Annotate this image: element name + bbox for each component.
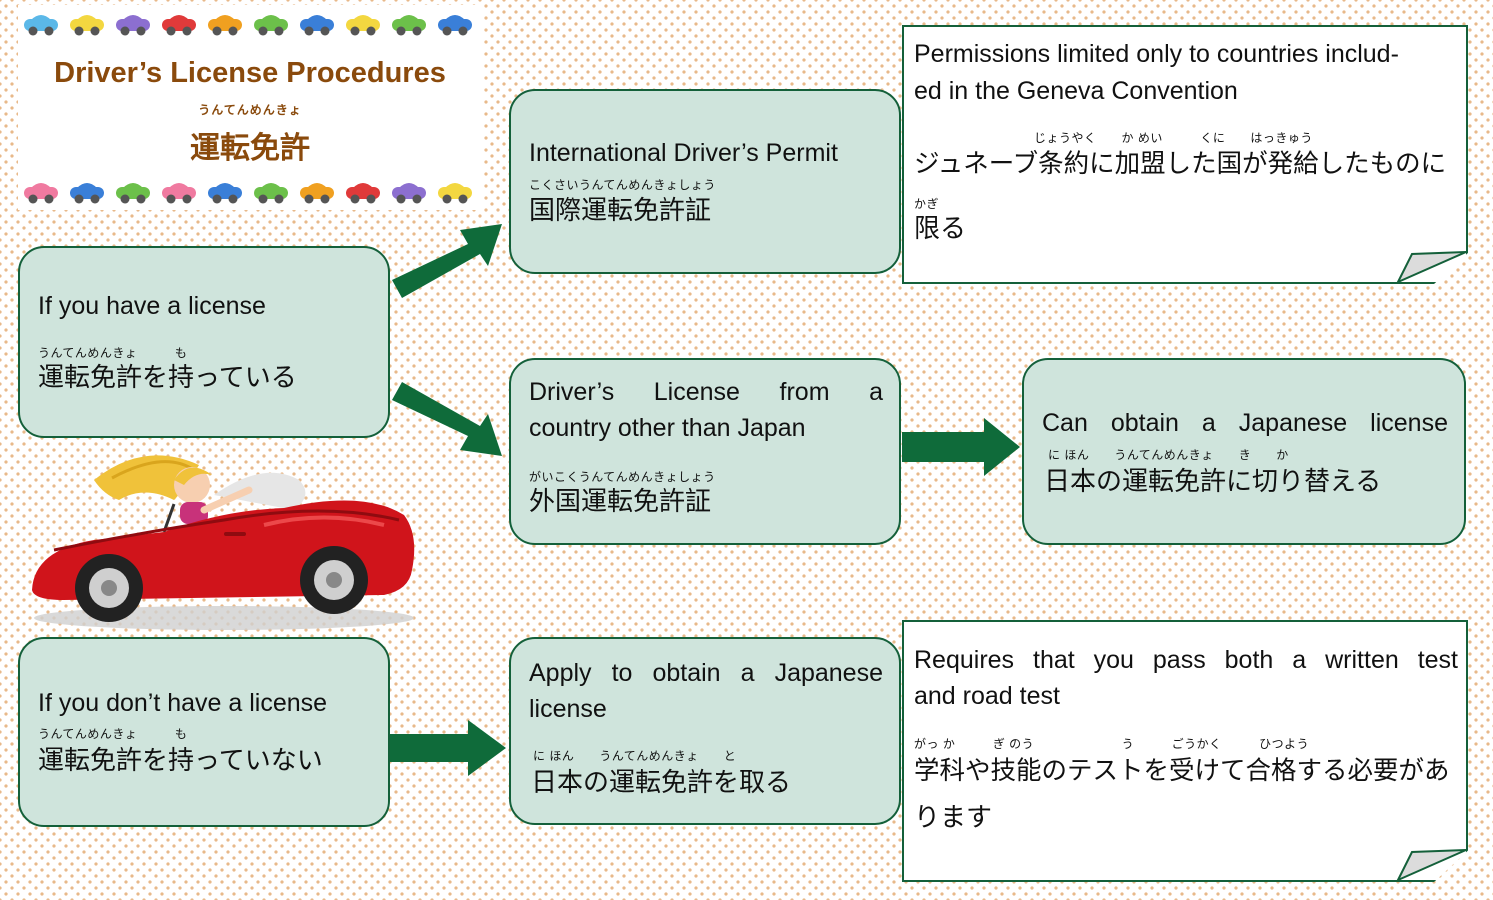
no-license-box: If you don’t have a license うんてんめんきょ も 運…	[18, 637, 390, 827]
toy-car-icon	[438, 15, 472, 36]
geneva-note-folded-corner	[1395, 251, 1467, 284]
international-permit-ruby: こくさいうんてんめんきょしょう	[529, 178, 716, 192]
toy-car-icon	[70, 15, 104, 36]
no-license-japanese: 運転免許を持っていない	[38, 745, 323, 775]
apply-license-box: Apply to obtain a Japanese license に ほん …	[509, 637, 901, 825]
toy-car-icon	[346, 183, 380, 204]
right-arrow-icon	[390, 720, 506, 776]
toy-car-icon	[346, 15, 380, 36]
right-arrow-icon	[392, 224, 502, 298]
toy-car-icon	[392, 15, 426, 36]
toy-car-icon	[116, 15, 150, 36]
title-panel: Driver’s License Procedures うんてんめんきょ 運転免…	[18, 5, 482, 210]
toy-car-icon	[24, 15, 58, 36]
foreign-license-ruby: がいこくうんてんめんきょしょう	[529, 470, 716, 484]
have-license-ruby: うんてんめんきょ も	[38, 346, 188, 360]
tests-note-folded-corner	[1395, 849, 1467, 882]
toy-car-icon	[116, 183, 150, 204]
no-license-english: If you don’t have a license	[38, 689, 328, 717]
apply-license-japanese: 日本の運転免許を取る	[531, 767, 792, 797]
international-permit-japanese: 国際運転免許証	[529, 195, 712, 225]
apply-license-ruby: に ほん うんてんめんきょ と	[533, 749, 737, 763]
switch-license-box: Can obtain a Japanese license に ほん うんてんめ…	[1022, 358, 1466, 545]
geneva-note-english-line2: ed in the Geneva Convention	[914, 77, 1238, 105]
toy-car-icon	[70, 183, 104, 204]
switch-license-ruby: に ほん うんてんめんきょ き か	[1048, 448, 1289, 462]
page-title-japanese: 運転免許	[190, 132, 310, 165]
geneva-note: Permissions limited only to countries in…	[902, 25, 1468, 284]
toy-car-icon	[254, 15, 288, 36]
switch-license-japanese: 日本の運転免許に切り替える	[1044, 466, 1382, 496]
international-permit-english: International Driver’s Permit	[529, 139, 838, 167]
switch-license-english: Can obtain a Japanese license	[1042, 409, 1448, 437]
woman-driving-convertible-illustration	[32, 455, 415, 630]
toy-car-row-top	[18, 7, 482, 39]
geneva-note-english-line1: Permissions limited only to countries in…	[914, 40, 1399, 68]
toy-car-icon	[254, 183, 288, 204]
toy-car-icon	[300, 183, 334, 204]
no-license-ruby: うんてんめんきょ も	[38, 727, 188, 741]
toy-car-icon	[300, 15, 334, 36]
toy-car-row-bottom	[18, 175, 482, 207]
toy-car-icon	[208, 183, 242, 204]
foreign-license-english-line2: country other than Japan	[529, 414, 806, 442]
toy-car-icon	[392, 183, 426, 204]
geneva-note-japanese-line2: 限る	[914, 213, 967, 243]
toy-car-icon	[162, 183, 196, 204]
page-title-ruby: うんてんめんきょ	[198, 103, 302, 117]
international-permit-box: International Driver’s Permit こくさいうんてんめん…	[509, 89, 901, 274]
toy-car-icon	[24, 183, 58, 204]
have-license-japanese: 運転免許を持っている	[38, 362, 297, 392]
toy-car-icon	[208, 15, 242, 36]
toy-car-icon	[438, 183, 472, 204]
apply-license-english-line2: license	[529, 695, 607, 723]
foreign-license-japanese: 外国運転免許証	[529, 486, 712, 516]
tests-note-english-line2: and road test	[914, 682, 1060, 710]
have-license-english: If you have a license	[38, 292, 266, 320]
tests-note-japanese-line1: 学科や技能のテストを受けて合格する必要があ	[914, 757, 1450, 785]
tests-note-ruby-1: がっ か ぎ のう う ごうかく ひつよう	[914, 737, 1310, 751]
apply-license-english-line1: Apply to obtain a Japanese	[529, 659, 883, 687]
foreign-license-english-line1: Driver’s License from a	[529, 378, 883, 406]
geneva-note-ruby-1: じょうやく か めい くに はっきゅう	[1034, 131, 1313, 145]
tests-note: Requires that you pass both a written te…	[902, 620, 1468, 882]
tests-note-japanese-line2: ります	[914, 802, 993, 832]
tests-note-english-line1: Requires that you pass both a written te…	[914, 646, 1458, 674]
toy-car-icon	[162, 15, 196, 36]
page-title: Driver’s License Procedures	[54, 57, 446, 89]
have-license-box: If you have a license うんてんめんきょ も 運転免許を持っ…	[18, 246, 390, 438]
geneva-note-ruby-2: かぎ	[914, 197, 940, 211]
foreign-license-box: Driver’s License from a country other th…	[509, 358, 901, 545]
right-arrow-icon	[902, 418, 1020, 476]
geneva-note-japanese-line1: ジュネーブ条約に加盟した国が発給したものに	[914, 150, 1447, 178]
right-arrow-icon	[392, 382, 502, 456]
